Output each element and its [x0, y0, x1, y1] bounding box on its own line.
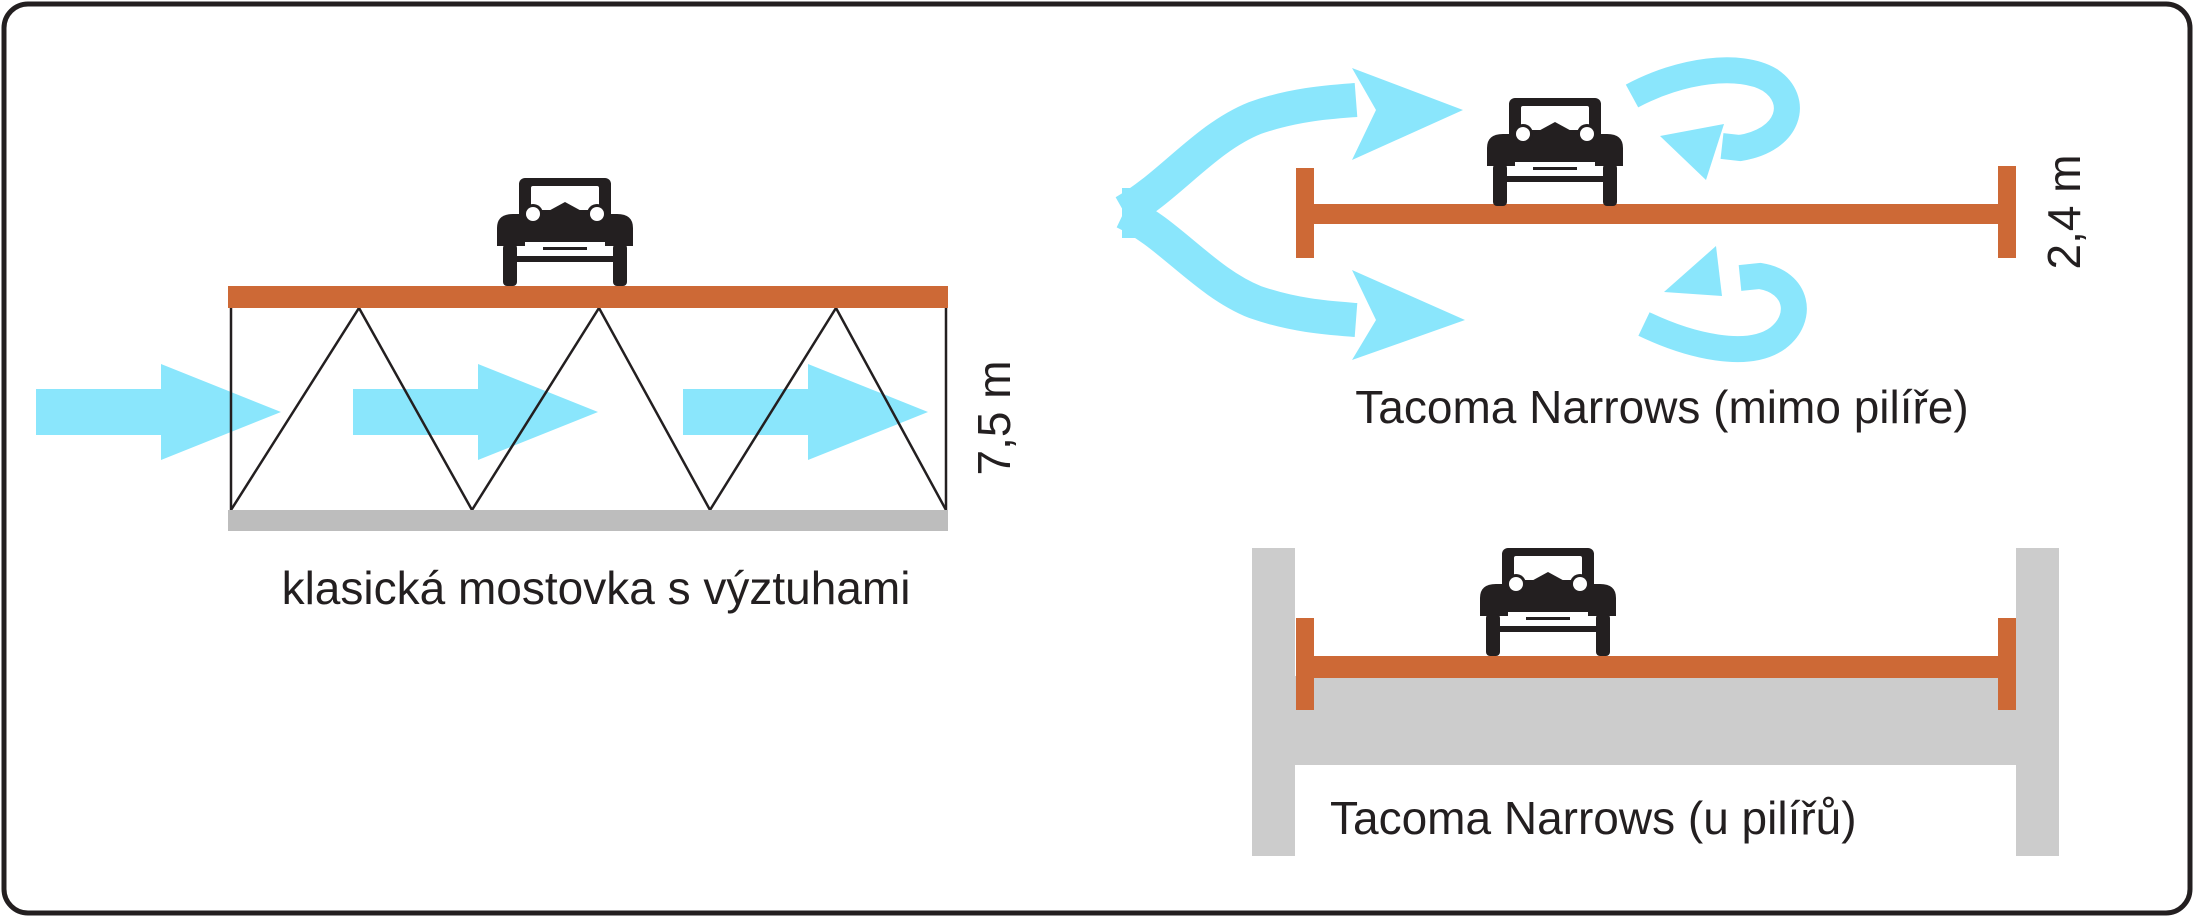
tacoma-mid-diagram: 2,4 m Tacoma Narrows (mimo pilíře)	[1115, 57, 2090, 433]
top-deck	[228, 286, 948, 308]
tacoma-pier-caption: Tacoma Narrows (u pilířů)	[1330, 792, 1857, 844]
deck-end-right	[1998, 166, 2016, 258]
pier-beam	[1252, 676, 2059, 765]
truss-caption: klasická mostovka s výztuhami	[282, 562, 911, 614]
splitting-wind	[1115, 68, 1465, 360]
deck-end-right	[1998, 618, 2016, 710]
vortex-upper	[1625, 57, 1800, 180]
truss-deck-diagram: 7,5 m klasická mostovka s výztuhami	[36, 178, 1020, 614]
deck-end-left	[1296, 168, 1314, 258]
tacoma-mid-height-label: 2,4 m	[2038, 154, 2090, 269]
tacoma-mid-caption: Tacoma Narrows (mimo pilíře)	[1355, 381, 1968, 433]
deck	[1304, 656, 2010, 678]
vortex-lower	[1638, 246, 1807, 363]
deck-end-left	[1296, 618, 1314, 710]
tacoma-pier-diagram: Tacoma Narrows (u pilířů)	[1252, 548, 2059, 856]
bottom-chord	[228, 510, 948, 531]
deck	[1306, 204, 2002, 224]
truss-height-label: 7,5 m	[968, 360, 1020, 475]
